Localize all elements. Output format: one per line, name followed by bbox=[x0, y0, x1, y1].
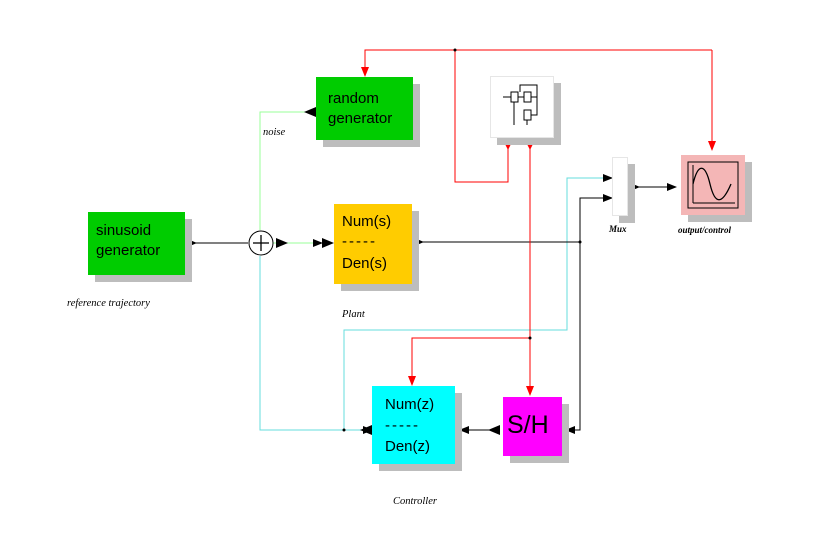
plant-input-port bbox=[322, 238, 334, 248]
label-mux: Mux bbox=[609, 224, 627, 234]
sinusoid-line1: sinusoid bbox=[96, 222, 152, 239]
plant-block[interactable]: Num(s) ----- Den(s) bbox=[334, 204, 412, 284]
plant-fraction-bar: ----- bbox=[342, 233, 377, 250]
random-generator-block[interactable]: random generator bbox=[316, 77, 413, 140]
link-plant-to-mux[interactable] bbox=[579, 194, 613, 242]
event-link-to-controller[interactable] bbox=[408, 337, 530, 386]
link-controller-to-mux[interactable] bbox=[343, 174, 613, 430]
controller-block-bg bbox=[372, 386, 455, 464]
label-controller: Controller bbox=[393, 496, 437, 507]
split-point-event bbox=[453, 48, 457, 52]
split-point-noise bbox=[342, 428, 346, 432]
plant-denominator: Den(s) bbox=[342, 255, 388, 272]
sinusoid-generator-block[interactable]: sinusoid generator bbox=[88, 212, 185, 275]
random-line1: random bbox=[328, 90, 379, 107]
clock-event-port-2 bbox=[525, 140, 535, 150]
sh-output-port bbox=[488, 425, 500, 435]
controller-denominator: Den(z) bbox=[385, 438, 431, 455]
label-output-control: output/control bbox=[678, 225, 732, 235]
clock-block[interactable] bbox=[490, 76, 554, 138]
controller-output-port bbox=[360, 425, 372, 435]
mux-block-bg bbox=[613, 158, 627, 215]
mux-block[interactable] bbox=[612, 157, 628, 216]
clock-icon bbox=[503, 84, 538, 125]
link-sum-to-controller[interactable] bbox=[259, 256, 373, 434]
scope-block[interactable] bbox=[681, 155, 745, 215]
controller-numerator: Num(z) bbox=[385, 396, 435, 413]
scope-icon bbox=[687, 161, 739, 209]
plant-block-bg bbox=[334, 204, 412, 284]
scope-block-bg bbox=[681, 155, 745, 215]
clock-block-bg bbox=[491, 77, 553, 137]
plant-numerator: Num(s) bbox=[342, 213, 392, 230]
mux-output-port bbox=[628, 182, 640, 192]
sum-output-port bbox=[276, 238, 288, 248]
random-block-bg bbox=[316, 77, 413, 140]
sinusoid-line2: generator bbox=[96, 242, 161, 259]
event-link-clock-feedback[interactable] bbox=[454, 50, 509, 183]
link-plant-to-sh[interactable] bbox=[565, 242, 581, 434]
sh-block-bg bbox=[503, 397, 562, 456]
label-plant: Plant bbox=[342, 309, 365, 320]
plant-output-port bbox=[412, 237, 424, 247]
link-noise-to-sum[interactable] bbox=[259, 111, 316, 230]
split-point-clock bbox=[528, 336, 532, 340]
clock-event-port-1 bbox=[503, 140, 513, 150]
event-link-top[interactable] bbox=[361, 49, 712, 77]
controller-fraction-bar: ----- bbox=[385, 417, 420, 434]
split-point-plant bbox=[578, 240, 582, 244]
sample-hold-block[interactable]: S/H bbox=[503, 397, 562, 456]
sh-label: S/H bbox=[507, 411, 549, 439]
label-noise: noise bbox=[263, 127, 286, 138]
label-reference-trajectory: reference trajectory bbox=[67, 298, 150, 309]
sinusoid-block-bg bbox=[88, 212, 185, 275]
random-output-port bbox=[304, 107, 316, 117]
random-line2: generator bbox=[328, 110, 393, 127]
controller-block[interactable]: Num(z) ----- Den(z) bbox=[372, 386, 455, 464]
sinusoid-output-port bbox=[185, 238, 197, 248]
